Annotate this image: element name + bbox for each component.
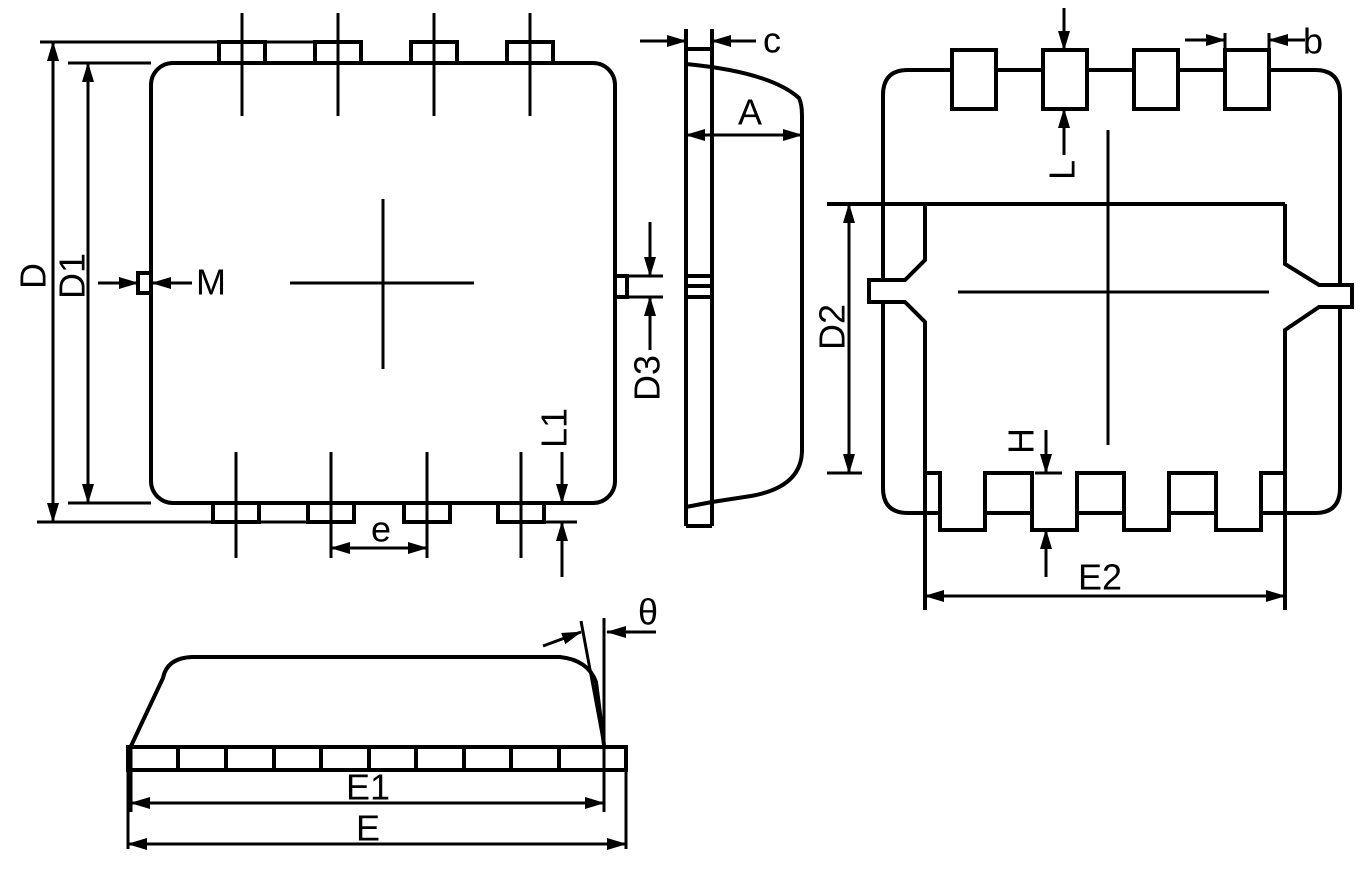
base-lead-strip bbox=[126, 745, 628, 772]
dim-label-L: L bbox=[1042, 160, 1083, 180]
extension-lines-E bbox=[126, 770, 628, 849]
side-view: c A bbox=[640, 20, 804, 528]
top-edge-pads bbox=[950, 48, 1271, 111]
extension-lines-b bbox=[1223, 33, 1271, 50]
dim-label-theta: θ bbox=[638, 592, 658, 633]
pin-centerlines-bottom bbox=[234, 452, 523, 558]
extension-lines-D3 bbox=[627, 274, 663, 299]
dim-label-D1: D1 bbox=[52, 253, 93, 299]
dim-arrow-theta-left bbox=[542, 630, 582, 648]
front-view: θ E1 E bbox=[126, 592, 658, 850]
top-view: D D1 M D3 e L1 bbox=[13, 13, 668, 577]
dim-label-L1: L1 bbox=[534, 408, 575, 448]
dim-label-D2: D2 bbox=[812, 304, 853, 350]
dim-label-b: b bbox=[1303, 21, 1323, 62]
base-strip-pad-dividers bbox=[176, 747, 561, 770]
castellated-bottom-pads bbox=[925, 471, 1285, 532]
dim-label-c: c bbox=[763, 20, 781, 61]
cavity-right-edge-notch bbox=[1283, 204, 1354, 610]
body-profile bbox=[685, 62, 804, 504]
dim-label-M: M bbox=[196, 262, 226, 303]
theta-slant-line bbox=[579, 620, 606, 746]
package-body-outline-bottom bbox=[881, 68, 1342, 515]
dim-label-E2: E2 bbox=[1078, 557, 1122, 598]
dim-label-A: A bbox=[738, 92, 762, 133]
bottom-view: L b D2 H E2 bbox=[812, 8, 1354, 610]
left-edge-tab bbox=[136, 271, 153, 295]
dim-label-D: D bbox=[13, 263, 54, 289]
dim-label-H: H bbox=[1001, 428, 1042, 454]
pin-centerlines-top bbox=[240, 13, 532, 116]
dim-label-E: E bbox=[356, 808, 380, 849]
lead-strip-profile bbox=[684, 29, 714, 528]
dim-label-e: e bbox=[371, 509, 391, 550]
cavity-left-edge-notch bbox=[867, 204, 927, 610]
bottom-edge-pins bbox=[211, 452, 546, 558]
right-edge-tab bbox=[613, 274, 629, 299]
center-crosshair-bottom-view bbox=[958, 130, 1269, 445]
dim-label-D3: D3 bbox=[627, 355, 668, 401]
center-crosshair bbox=[290, 199, 474, 369]
dim-label-E1: E1 bbox=[346, 767, 390, 808]
molded-body-profile bbox=[129, 655, 606, 747]
